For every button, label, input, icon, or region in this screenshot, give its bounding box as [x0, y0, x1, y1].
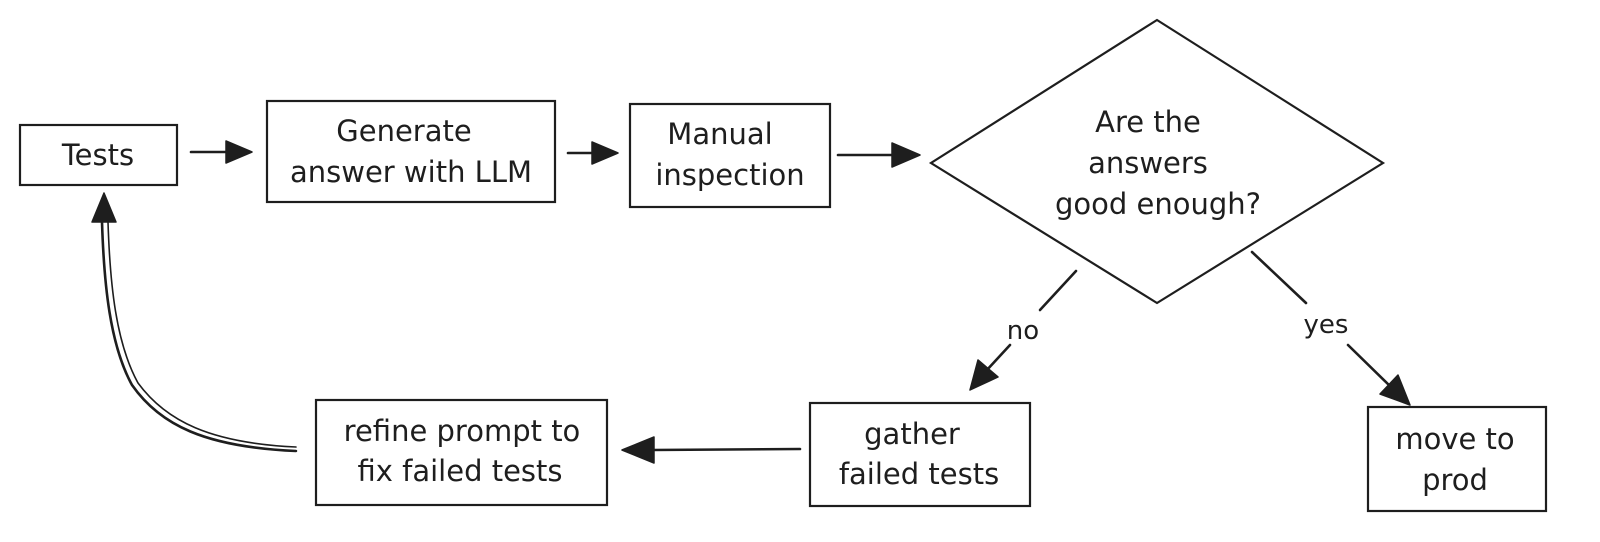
arrow-tests-to-generate [189, 140, 253, 164]
gather-failed-tests-label-line2: failed tests [839, 457, 999, 491]
move-to-prod-label-line2: prod [1422, 463, 1488, 497]
arrow-generate-to-manual [566, 141, 619, 165]
generate-answer-label-line1: Generate [336, 114, 471, 148]
node-gather-failed-tests: gather failed tests [808, 401, 1032, 508]
node-generate-answer: Generate answer with LLM [265, 99, 557, 204]
decision-label-line3: good enough? [1055, 187, 1261, 221]
tests-label: Tests [61, 138, 134, 172]
manual-inspection-box [628, 102, 832, 209]
arrow-decision-to-gather: no [969, 269, 1078, 391]
node-decision: Are the answers good enough? [928, 18, 1386, 305]
arrowhead [969, 359, 999, 391]
arrowhead [1379, 374, 1411, 406]
decision-label-line2: answers [1088, 146, 1208, 180]
decision-label-line1: Are the [1095, 105, 1201, 139]
arrow-manual-to-decision [836, 142, 921, 168]
move-to-prod-box [1366, 405, 1548, 513]
arrowhead [591, 141, 619, 165]
refine-prompt-label-line2: fix failed tests [357, 454, 562, 488]
edge-label-no: no [1007, 316, 1039, 346]
refine-prompt-label-line1: refine prompt to [344, 414, 581, 448]
arrowhead [621, 436, 655, 464]
gather-failed-tests-box [808, 401, 1032, 508]
node-refine-prompt: refine prompt to fix failed tests [314, 398, 609, 507]
arrow-decision-to-prod: yes [1250, 250, 1411, 406]
generate-answer-box [265, 99, 557, 204]
arrow-refine-to-tests [91, 192, 298, 453]
arrowhead [225, 140, 253, 164]
manual-inspection-label-line2: inspection [655, 158, 804, 192]
manual-inspection-label-line1: Manual [667, 117, 772, 151]
node-manual-inspection: Manual inspection [628, 102, 832, 209]
edge-label-yes: yes [1304, 310, 1349, 340]
generate-answer-label-line2: answer with LLM [290, 155, 532, 189]
decision-diamond [928, 18, 1386, 305]
node-tests: Tests [18, 123, 179, 187]
arrowhead [91, 192, 117, 223]
tests-box [18, 123, 179, 187]
move-to-prod-label-line1: move to [1395, 422, 1514, 456]
gather-failed-tests-label-line1: gather [864, 417, 960, 451]
refine-prompt-box [314, 398, 609, 507]
arrow-gather-to-refine [621, 436, 802, 464]
arrowhead [891, 142, 921, 168]
node-move-to-prod: move to prod [1366, 405, 1548, 513]
